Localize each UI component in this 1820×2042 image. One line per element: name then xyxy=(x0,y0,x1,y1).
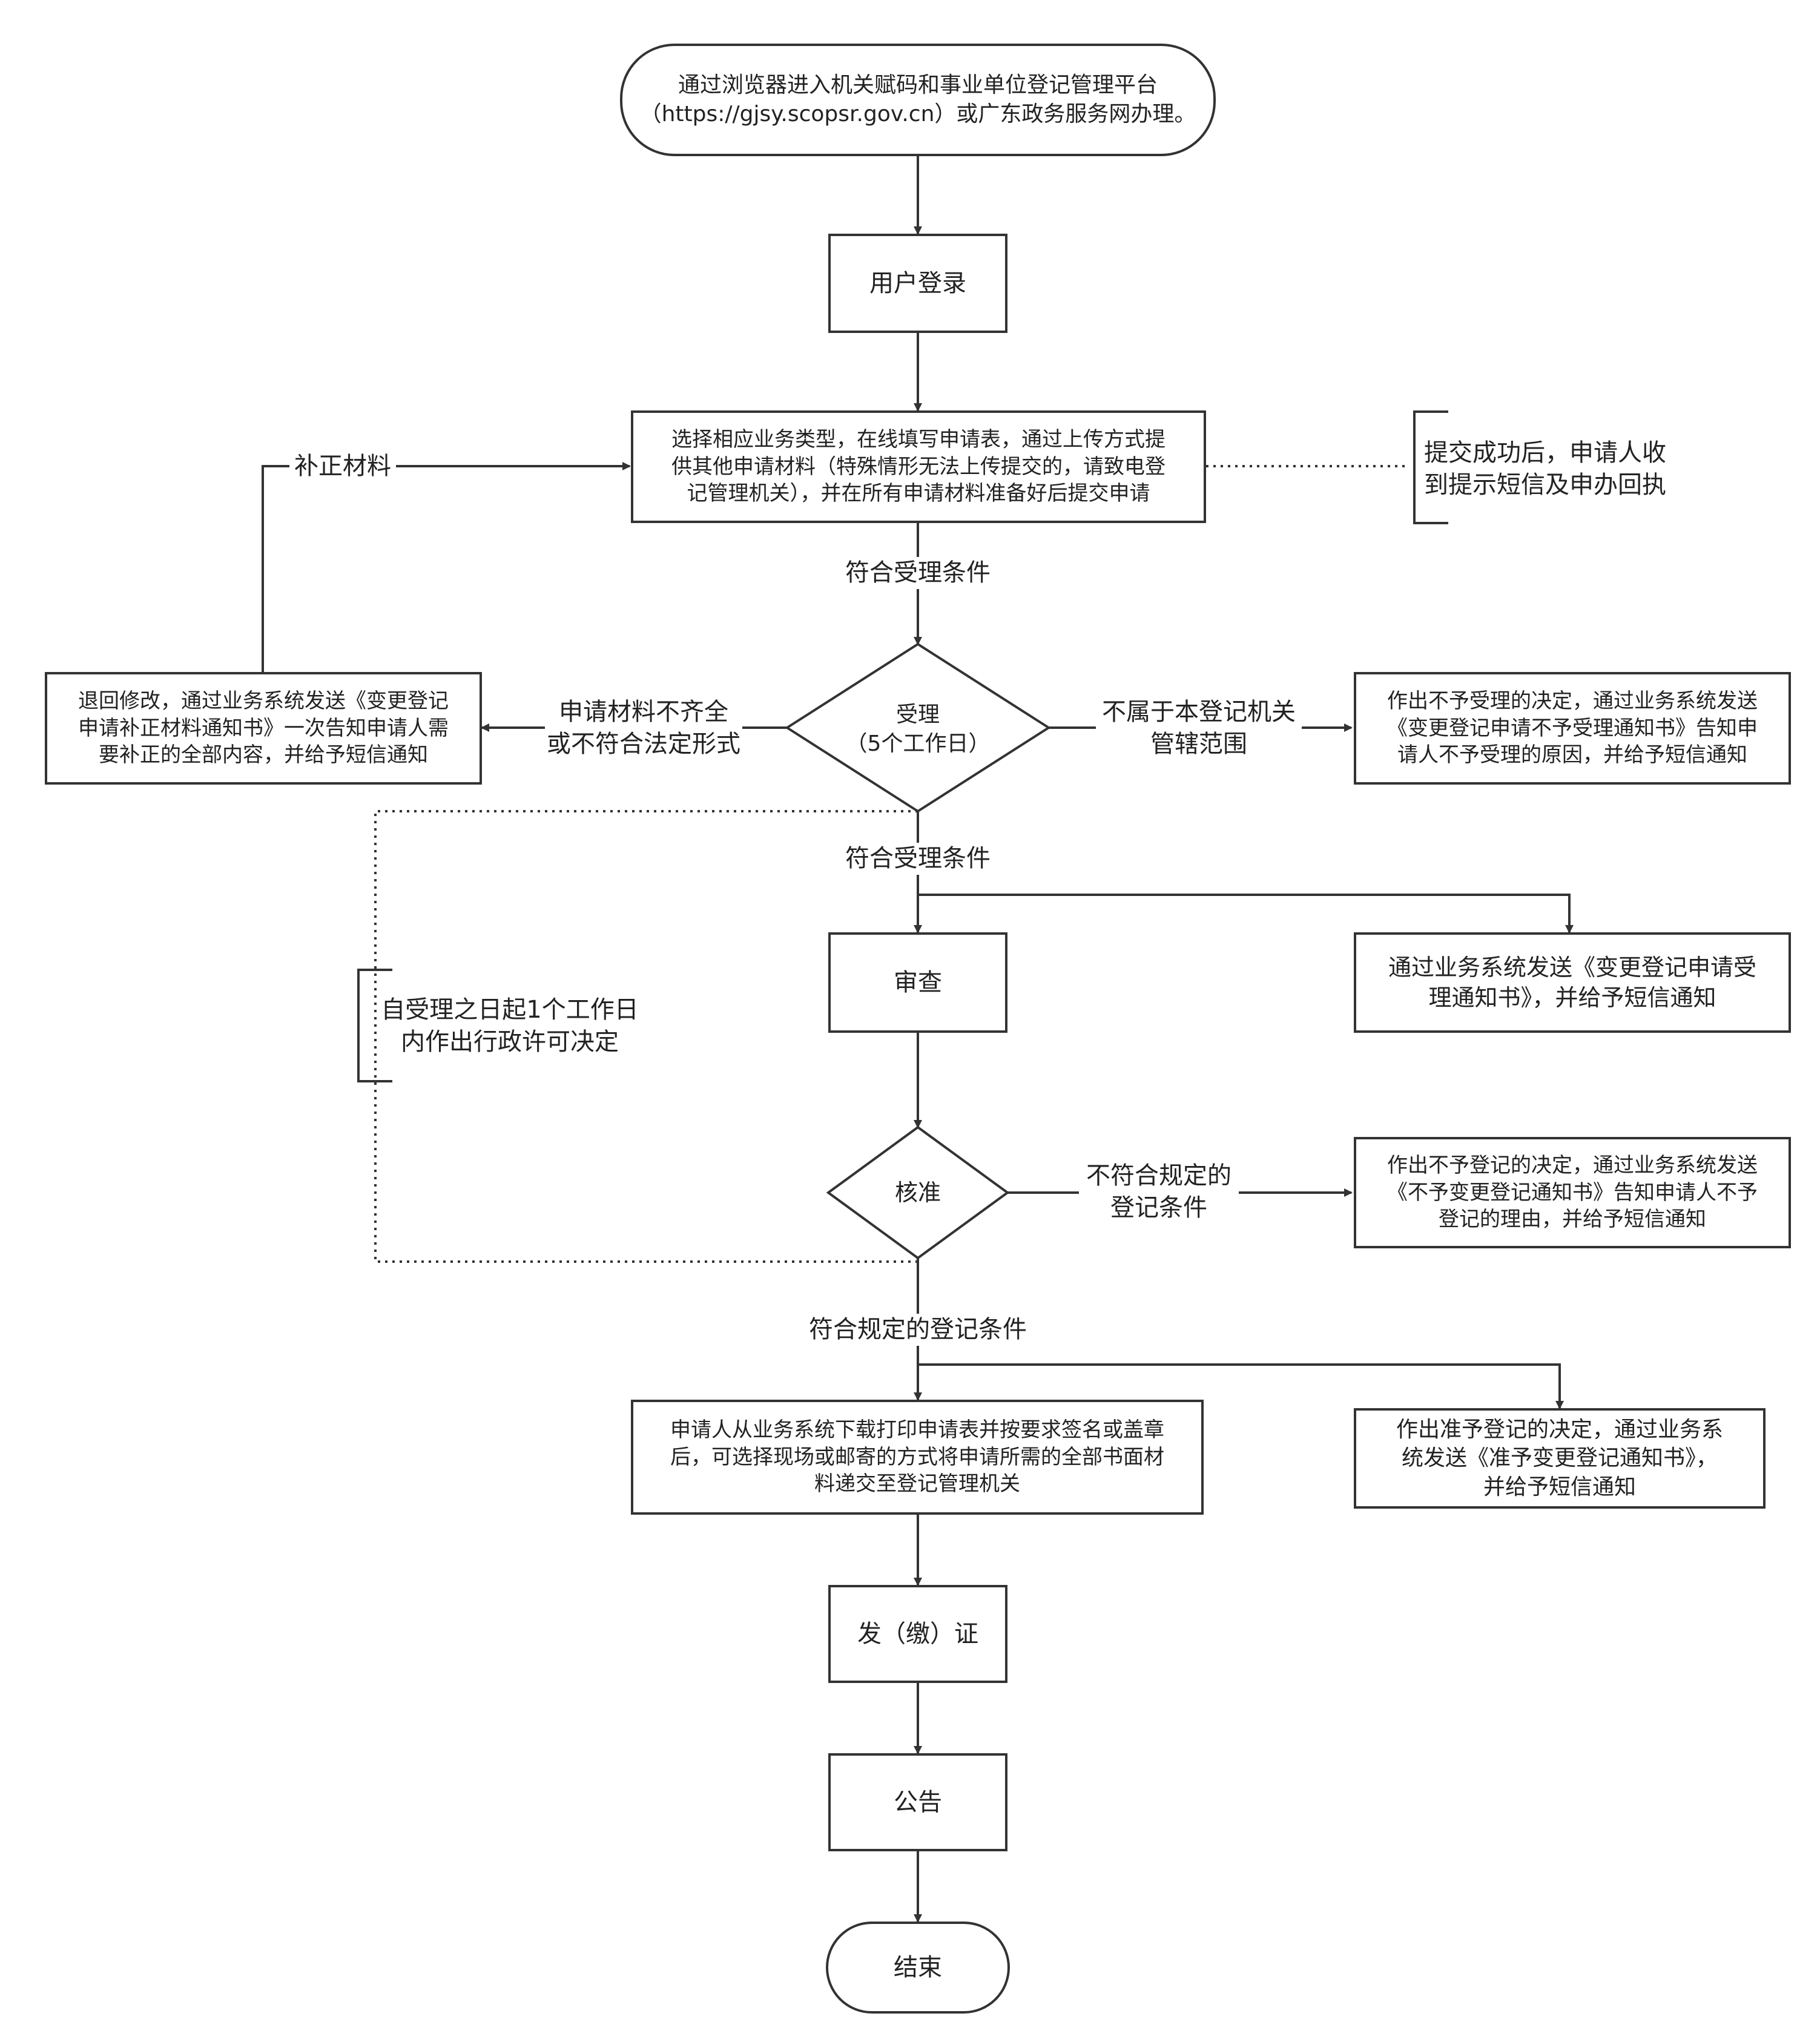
print-submit-node: 申请人从业务系统下载打印申请表并按要求签名或盖章 后，可选择现场或邮寄的方式将申… xyxy=(631,1400,1204,1515)
reject-accept-node-line-1: 作出不予受理的决定，通过业务系统发送 xyxy=(1387,688,1758,713)
decision-accept-shape xyxy=(785,642,1051,813)
dotted-time-bracket xyxy=(374,810,918,1263)
accept-notice-node-line-2: 理通知书》，并给予短信通知 xyxy=(1428,984,1716,1011)
time-note-line-1: 自受理之日起1个工作日 xyxy=(381,996,639,1024)
bracket-submit-note xyxy=(1413,410,1448,524)
end-node-label: 结束 xyxy=(894,1953,942,1981)
start-node: 通过浏览器进入机关赋码和事业单位登记管理平台 （https://gjsy.sco… xyxy=(620,44,1216,156)
approve-reg-node-line-1: 作出准予登记的决定，通过业务系 xyxy=(1396,1417,1723,1442)
reject-reg-node-line-2: 《不予变更登记通知书》告知申请人不予 xyxy=(1387,1180,1758,1205)
return-node-line-3: 要补正的全部内容，并给予短信通知 xyxy=(99,743,428,768)
login-node-label: 用户登录 xyxy=(869,269,966,297)
label-not-meet-reg: 不符合规定的 登记条件 xyxy=(1079,1160,1239,1224)
apply-node-line-1: 选择相应业务类型，在线填写申请表，通过上传方式提 xyxy=(671,427,1166,452)
edge-branch-approve-reg xyxy=(918,1363,1564,1409)
reject-reg-node-line-1: 作出不予登记的决定，通过业务系统发送 xyxy=(1387,1153,1758,1177)
time-note: 自受理之日起1个工作日 内作出行政许可决定 xyxy=(371,993,649,1059)
apply-node-line-2: 供其他申请材料（特殊情形无法上传提交的，请致电登 xyxy=(671,454,1166,479)
apply-node-line-3: 记管理机关），并在所有申请材料准备好后提交申请 xyxy=(687,481,1150,506)
print-submit-node-line-1: 申请人从业务系统下载打印申请表并按要求签名或盖章 xyxy=(670,1417,1164,1442)
login-node: 用户登录 xyxy=(828,234,1007,333)
edge-return-apply xyxy=(262,462,631,672)
approve-decision: 核准 xyxy=(845,1174,991,1211)
label-meets-reg: 符合规定的登记条件 xyxy=(802,1314,1034,1346)
reject-reg-node: 作出不予登记的决定，通过业务系统发送 《不予变更登记通知书》告知申请人不予 登记… xyxy=(1354,1137,1791,1248)
approve-decision-label: 核准 xyxy=(894,1179,941,1206)
approve-reg-node-line-3: 并给予短信通知 xyxy=(1483,1474,1636,1500)
decision-approve-shape xyxy=(826,1125,1010,1260)
review-node-label: 审查 xyxy=(894,968,942,996)
return-node: 退回修改，通过业务系统发送《变更登记 申请补正材料通知书》一次告知申请人需 要补… xyxy=(45,672,482,785)
submit-note: 提交成功后，申请人收 到提示短信及申办回执 xyxy=(1424,430,1703,509)
label-meets-accept-1: 符合受理条件 xyxy=(842,557,994,589)
label-meets-accept-2: 符合受理条件 xyxy=(842,843,994,875)
approve-reg-node: 作出准予登记的决定，通过业务系 统发送《准予变更登记通知书》， 并给予短信通知 xyxy=(1354,1408,1766,1509)
apply-node: 选择相应业务类型，在线填写申请表，通过上传方式提 供其他申请材料（特殊情形无法上… xyxy=(631,410,1206,523)
return-node-line-2: 申请补正材料通知书》一次告知申请人需 xyxy=(78,716,449,740)
accept-decision-line-2: （5个工作日） xyxy=(845,731,991,756)
label-not-jurisdiction: 不属于本登记机关 管辖范围 xyxy=(1096,696,1302,760)
label-incomplete: 申请材料不齐全 或不符合法定形式 xyxy=(545,696,742,760)
end-node: 结束 xyxy=(826,1922,1010,2014)
label-supplement: 补正材料 xyxy=(289,450,396,483)
bracket-time-note xyxy=(357,969,392,1082)
start-node-line-2: （https://gjsy.scopsr.gov.cn）或广东政务服务网办理。 xyxy=(639,102,1196,127)
issue-node-label: 发（缴）证 xyxy=(857,1619,978,1648)
accept-decision-line-1: 受理 xyxy=(895,702,940,728)
label-not-jurisdiction-line-2: 管辖范围 xyxy=(1150,730,1247,758)
submit-note-line-1: 提交成功后，申请人收 xyxy=(1424,439,1666,467)
reject-accept-node-line-2: 《变更登记申请不予受理通知书》告知申 xyxy=(1387,716,1758,740)
label-not-jurisdiction-line-1: 不属于本登记机关 xyxy=(1102,698,1296,726)
label-incomplete-line-2: 或不符合法定形式 xyxy=(547,730,740,758)
label-incomplete-line-1: 申请材料不齐全 xyxy=(559,698,728,726)
start-node-line-1: 通过浏览器进入机关赋码和事业单位登记管理平台 xyxy=(678,73,1158,98)
reject-reg-node-line-3: 登记的理由，并给予短信通知 xyxy=(1439,1207,1706,1232)
print-submit-node-line-3: 料递交至登记管理机关 xyxy=(814,1472,1020,1497)
review-node: 审查 xyxy=(828,932,1007,1033)
label-not-meet-reg-line-1: 不符合规定的 xyxy=(1086,1162,1231,1190)
edge-branch-accept-notice xyxy=(918,894,1574,934)
announce-node: 公告 xyxy=(828,1753,1007,1851)
reject-accept-node-line-3: 请人不予受理的原因，并给予短信通知 xyxy=(1397,743,1747,768)
issue-node: 发（缴）证 xyxy=(828,1585,1007,1683)
approve-reg-node-line-2: 统发送《准予变更登记通知书》， xyxy=(1401,1446,1718,1471)
submit-note-line-2: 到提示短信及申办回执 xyxy=(1424,471,1666,499)
accept-decision: 受理 （5个工作日） xyxy=(809,696,1027,763)
accept-notice-node-line-1: 通过业务系统发送《变更登记申请受 xyxy=(1388,953,1756,981)
time-note-line-2: 内作出行政许可决定 xyxy=(400,1028,619,1056)
accept-notice-node: 通过业务系统发送《变更登记申请受 理通知书》，并给予短信通知 xyxy=(1354,932,1791,1033)
label-not-meet-reg-line-2: 登记条件 xyxy=(1110,1193,1207,1222)
print-submit-node-line-2: 后，可选择现场或邮寄的方式将申请所需的全部书面材 xyxy=(670,1444,1164,1469)
reject-accept-node: 作出不予受理的决定，通过业务系统发送 《变更登记申请不予受理通知书》告知申 请人… xyxy=(1354,672,1791,785)
announce-node-label: 公告 xyxy=(894,1788,942,1816)
return-node-line-1: 退回修改，通过业务系统发送《变更登记 xyxy=(78,688,449,713)
